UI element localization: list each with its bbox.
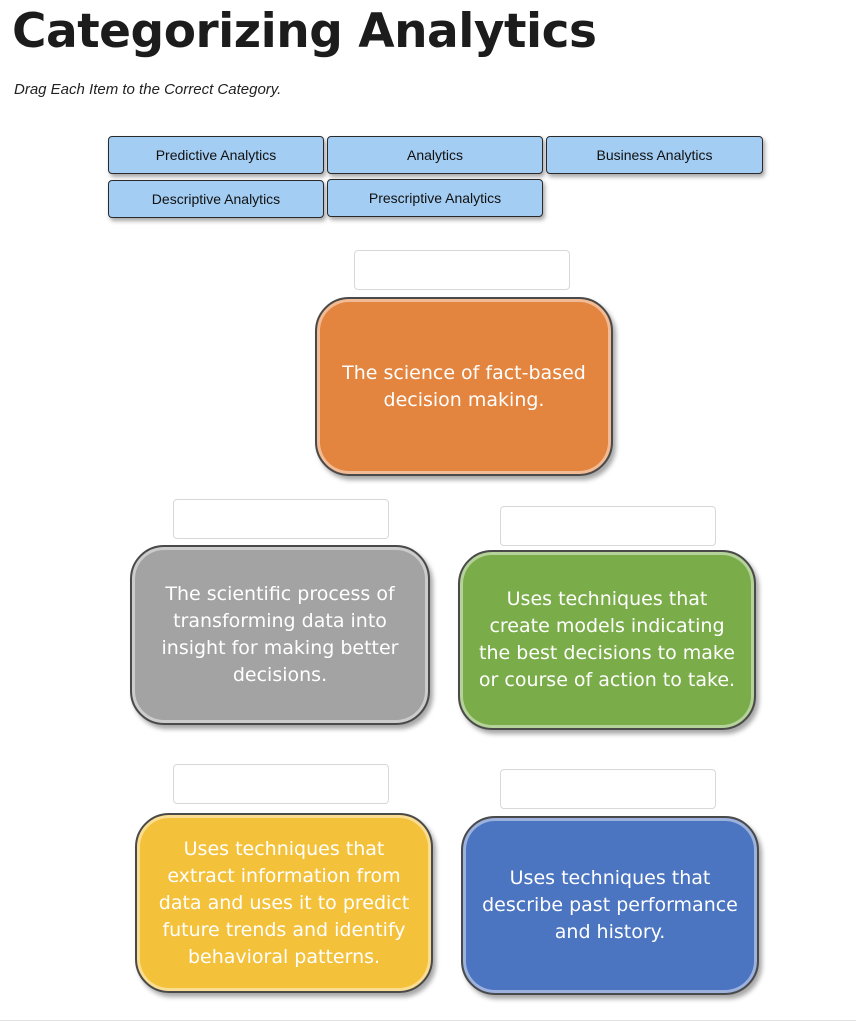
definition-text: The scientific process of transforming d…: [161, 583, 399, 686]
definition-text: Uses techniques that extract information…: [158, 837, 410, 968]
divider: [0, 1020, 856, 1021]
definition-card-gray: The scientific process of transforming d…: [130, 545, 430, 725]
instruction-text: Drag Each Item to the Correct Category.: [14, 81, 282, 98]
definition-card-yellow: Uses techniques that extract information…: [135, 813, 433, 993]
definition-text: Uses techniques that describe past perfo…: [482, 867, 738, 943]
drop-zone-top[interactable]: [354, 250, 570, 290]
drag-item-predictive-analytics[interactable]: Predictive Analytics: [108, 136, 324, 174]
drag-item-descriptive-analytics[interactable]: Descriptive Analytics: [108, 180, 324, 218]
definition-card-orange: The science of fact-based decision makin…: [315, 297, 613, 476]
definition-card-green: Uses techniques that create models indic…: [458, 550, 756, 730]
drop-zone-middle-left[interactable]: [173, 499, 389, 539]
page-title: Categorizing Analytics: [12, 4, 597, 59]
definition-text: Uses techniques that create models indic…: [478, 588, 736, 691]
drag-item-prescriptive-analytics[interactable]: Prescriptive Analytics: [327, 179, 543, 217]
definition-text: The science of fact-based decision makin…: [342, 361, 586, 411]
drop-zone-bottom-right[interactable]: [500, 769, 716, 809]
definition-card-blue: Uses techniques that describe past perfo…: [461, 816, 759, 995]
drag-item-business-analytics[interactable]: Business Analytics: [546, 136, 763, 174]
drop-zone-bottom-left[interactable]: [173, 764, 389, 804]
drag-item-analytics[interactable]: Analytics: [327, 136, 543, 174]
drop-zone-middle-right[interactable]: [500, 506, 716, 546]
